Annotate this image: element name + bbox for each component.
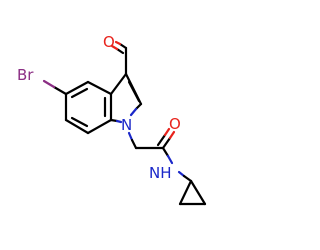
amide-nh-label: NH xyxy=(149,164,172,182)
bond-nh-cyclopropyl-carbon xyxy=(182,174,193,183)
double-bond-carbonyl-o-carbon xyxy=(156,133,167,147)
double-bond-c3-c2 xyxy=(127,80,141,103)
bond-cyclopropyl-c xyxy=(189,179,207,206)
bond-cho-o-carbon xyxy=(118,42,128,50)
double-bond-c6-c7 xyxy=(70,116,89,128)
bond-c7-c7a xyxy=(86,118,113,135)
bond-c3a-c4 xyxy=(86,80,113,96)
molecule-structure: Br N O O NH xyxy=(17,33,207,206)
bond-carbonyl-nh-nitrogen xyxy=(166,154,174,165)
bond-n1-ch2-carbon xyxy=(130,138,138,150)
bond-carbonyl-o-oxygen xyxy=(168,130,176,140)
bond-n1-ch2-nitrogen xyxy=(127,131,134,142)
bond-c2-n1-carbon xyxy=(134,102,143,111)
bond-c6-c7 xyxy=(64,118,90,135)
double-bond-cho-o-carbon xyxy=(115,47,125,55)
bond-c5-br-halogen xyxy=(42,79,56,89)
bond-cyclopropyl-a xyxy=(178,179,193,206)
double-bond-carbonyl-o-oxygen xyxy=(163,127,171,137)
bond-c4-c5 xyxy=(64,80,90,96)
bond-c3a-c3 xyxy=(109,72,128,96)
double-bond-cho-o-oxygen xyxy=(110,44,119,51)
bond-carbonyl-o-carbon xyxy=(161,136,172,150)
structure-canvas: Br N O O NH xyxy=(17,33,207,206)
bond-c2-n1-nitrogen xyxy=(129,107,138,117)
bromine-label: Br xyxy=(17,66,34,84)
double-bond-c4-c5 xyxy=(70,87,89,99)
indole-nitrogen-label: N xyxy=(121,116,132,134)
bond-carbonyl-nh-carbon xyxy=(161,146,170,158)
aldehyde-oxygen-label: O xyxy=(103,33,115,51)
bond-c7a-n1-nitrogen xyxy=(115,119,123,124)
amide-oxygen-label: O xyxy=(169,115,181,133)
bond-cho-o-oxygen xyxy=(114,40,122,46)
bond-c5-br-carbon xyxy=(52,85,68,96)
